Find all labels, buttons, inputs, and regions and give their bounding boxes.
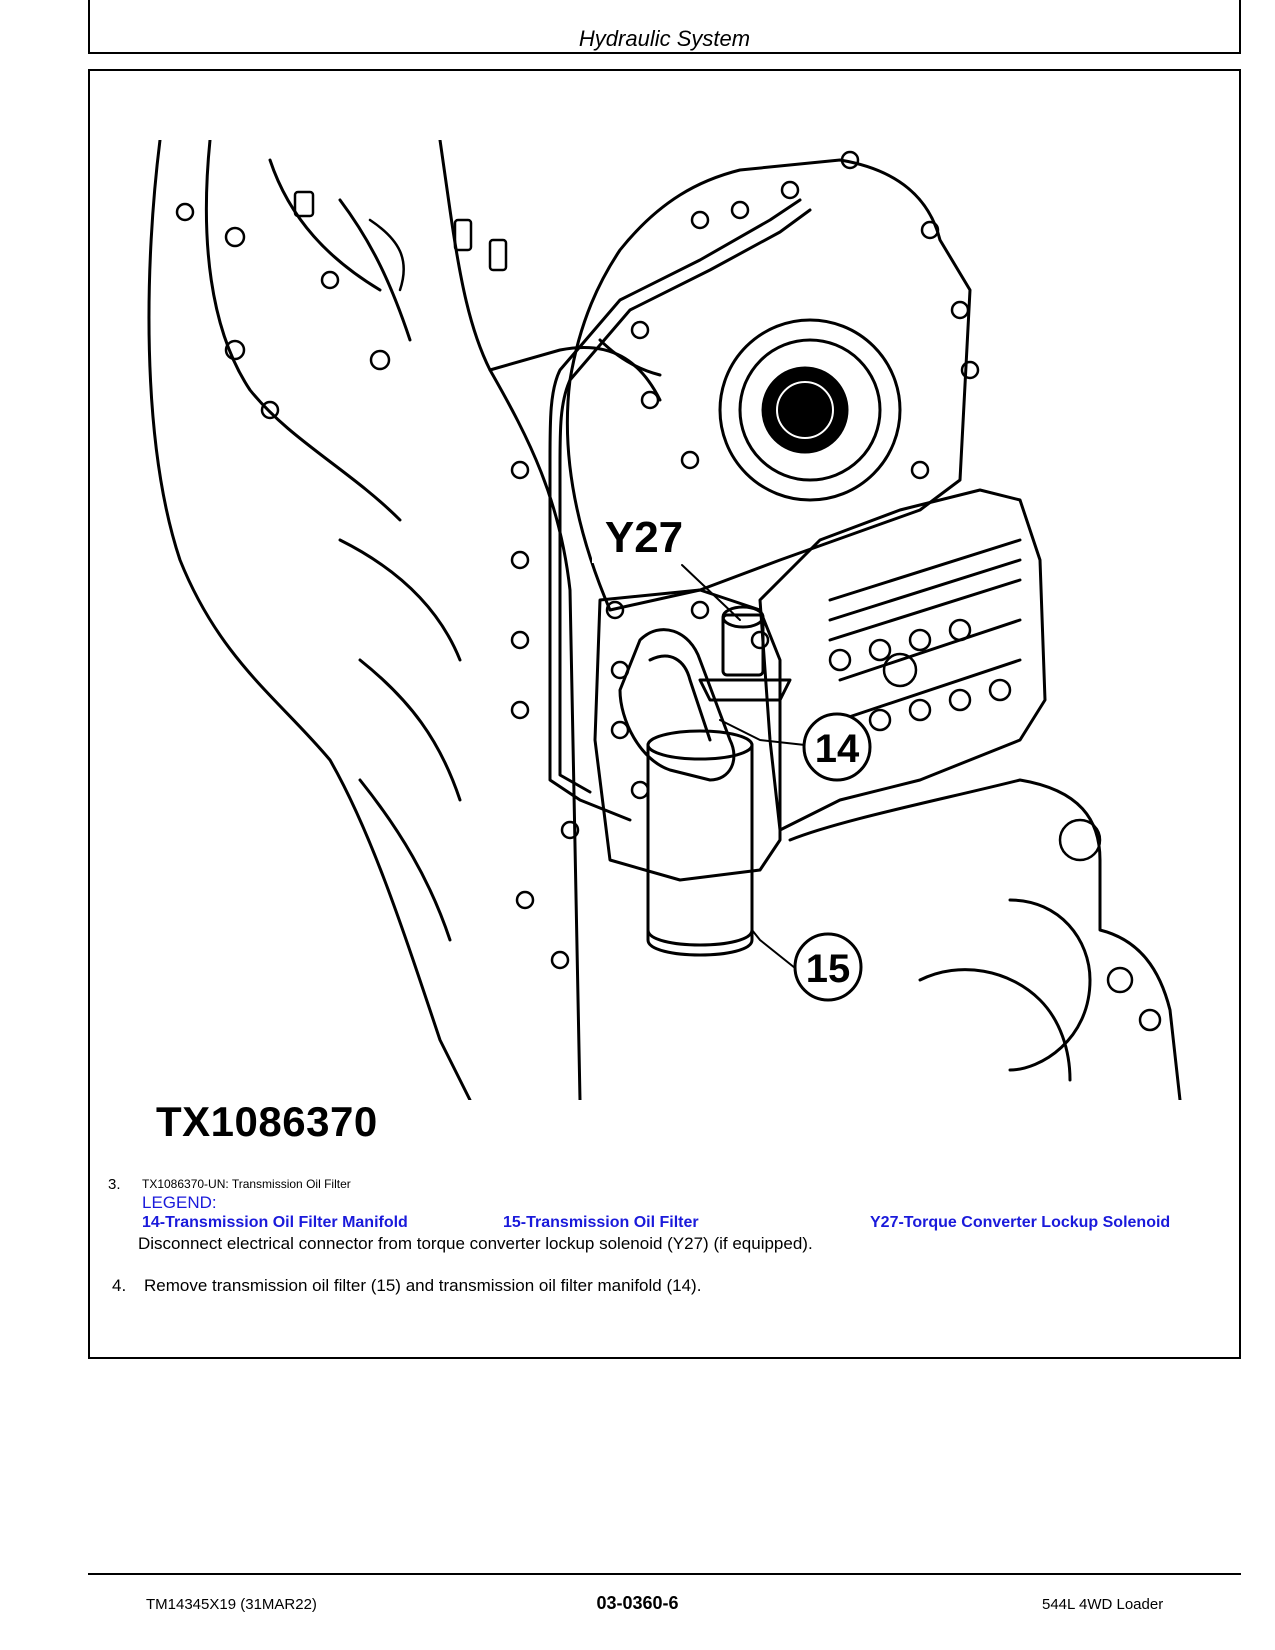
callout-14-circle — [802, 712, 872, 782]
sensor-group-top — [293, 190, 508, 292]
manifold-plate — [593, 588, 782, 882]
transmission-illustration: Y27 14 15 — [140, 138, 1200, 1102]
leader-14 — [719, 719, 806, 746]
rear-cover — [565, 158, 972, 612]
callout-y27: Y27 — [605, 513, 683, 562]
step-3-text: Disconnect electrical connector from tor… — [138, 1234, 813, 1253]
legend-item-14: 14-Transmission Oil Filter Manifold — [142, 1214, 408, 1231]
step-4-text: Remove transmission oil filter (15) and … — [144, 1276, 702, 1295]
legend-title: LEGEND: — [142, 1193, 217, 1212]
output-seal — [718, 318, 902, 502]
footer-doc-id: TM14345X19 (31MAR22) — [146, 1596, 317, 1613]
step-4-number: 4. — [112, 1276, 127, 1295]
figure-id: TX1086370 — [156, 1098, 378, 1145]
figure-caption: TX1086370-UN: Transmission Oil Filter — [142, 1177, 351, 1191]
footer-page-number: 03-0360-6 — [596, 1593, 679, 1613]
section-title: Hydraulic System — [578, 26, 751, 51]
bolt-group-plate — [630, 150, 980, 480]
callout-15-circle — [793, 932, 863, 1002]
content-box — [88, 69, 1241, 1359]
header-box: Hydraulic System — [88, 0, 1241, 54]
converter-housing-inner — [204, 138, 402, 522]
callout-14: 14 — [815, 727, 860, 771]
solenoid-y27 — [698, 605, 792, 702]
filter-manifold — [618, 628, 736, 782]
leader-y27 — [681, 564, 741, 621]
footer-model: 544L 4WD Loader — [1042, 1596, 1164, 1613]
legend-item-y27: Y27-Torque Converter Lockup Solenoid — [870, 1214, 1171, 1231]
step-3-number: 3. — [108, 1176, 121, 1193]
oil-pipe — [548, 198, 802, 822]
converter-housing — [147, 138, 472, 1102]
bolt-group-left — [175, 202, 580, 970]
callout-15: 15 — [806, 947, 851, 991]
leader-15 — [751, 929, 796, 969]
oil-filter — [646, 729, 754, 957]
axle-housing — [788, 778, 1182, 1102]
legend-item-15: 15-Transmission Oil Filter — [503, 1214, 699, 1231]
footer-rule — [88, 1573, 1241, 1575]
